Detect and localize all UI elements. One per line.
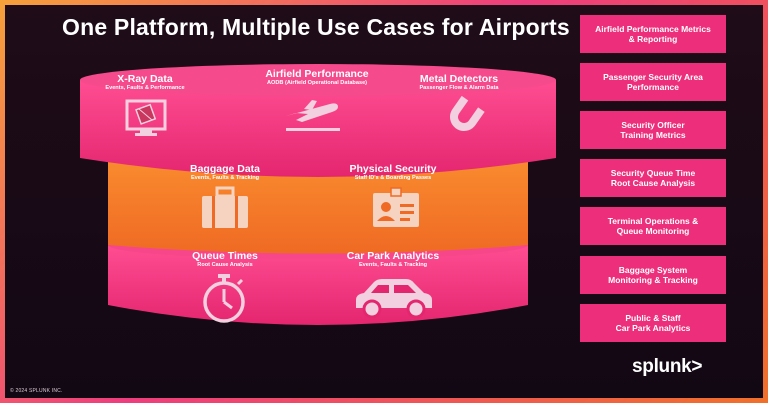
use-case-line: Monitoring & Tracking (608, 275, 698, 285)
use-case-line: Queue Monitoring (616, 226, 690, 236)
car-park-analytics-label: Car Park Analytics Events, Faults & Trac… (318, 250, 468, 269)
use-case-line: Baggage System (618, 264, 688, 275)
baggage-data-title: Baggage Data (189, 163, 261, 175)
car-park-analytics-title: Car Park Analytics (346, 250, 440, 262)
xray-data-subtitle: Events, Faults & Performance (105, 85, 185, 91)
airplane-icon (286, 100, 340, 131)
use-case-line: Terminal Operations & (607, 215, 699, 226)
physical-security-subtitle: Staff ID's & Boarding Passes (354, 175, 432, 181)
use-case-airfield-metrics: Airfield Performance Metrics& Reporting (580, 15, 726, 53)
queue-times-label: Queue Times Root Cause Analysis (150, 250, 300, 269)
use-case-line: Airfield Performance Metrics (595, 23, 711, 34)
airfield-performance-title: Airfield Performance (265, 68, 369, 80)
use-case-line: Training Metrics (620, 130, 686, 140)
use-case-line: Car Park Analytics (615, 323, 691, 333)
physical-security-title: Physical Security (349, 163, 437, 175)
use-case-line: Performance (627, 82, 679, 92)
metal-detectors-title: Metal Detectors (419, 73, 499, 85)
slide-title: One Platform, Multiple Use Cases for Air… (62, 14, 570, 40)
car-park-analytics-subtitle: Events, Faults & Tracking (358, 262, 428, 268)
use-case-line: Root Cause Analysis (610, 178, 696, 188)
queue-times-title: Queue Times (192, 250, 258, 262)
xray-monitor-icon (125, 99, 167, 136)
tier-top-rim (80, 64, 556, 96)
stopwatch-icon (203, 274, 245, 323)
splunk-logo: splunk> (632, 356, 703, 377)
use-case-terminal-operations: Terminal Operations &Queue Monitoring (580, 207, 726, 245)
physical-security-label: Physical Security Staff ID's & Boarding … (318, 163, 468, 182)
use-case-line: Passenger Security Area (603, 71, 703, 82)
queue-times-subtitle: Root Cause Analysis (197, 262, 253, 268)
xray-data-title: X-Ray Data (117, 73, 173, 85)
baggage-data-subtitle: Events, Faults & Tracking (190, 175, 260, 181)
baggage-data-label: Baggage Data Events, Faults & Tracking (150, 163, 300, 182)
tier-middle (108, 162, 528, 254)
airfield-performance-label: Airfield Performance AODB (Airfield Oper… (232, 68, 402, 87)
use-case-line: Security Officer (621, 119, 685, 130)
metal-detectors-label: Metal Detectors Passenger Flow & Alarm D… (384, 73, 534, 92)
magnet-icon (450, 95, 485, 131)
use-case-line: Public & Staff (625, 312, 681, 323)
airfield-performance-subtitle: AODB (Airfield Operational Database) (266, 80, 368, 86)
copyright-notice: © 2024 SPLUNK INC. (10, 388, 63, 394)
use-case-line: & Reporting (628, 34, 678, 44)
xray-data-label: X-Ray Data Events, Faults & Performance (70, 73, 220, 92)
car-icon (356, 279, 432, 319)
metal-detectors-subtitle: Passenger Flow & Alarm Data (419, 85, 499, 91)
suitcase-icon (202, 186, 248, 228)
id-badge-icon (373, 187, 419, 227)
use-case-line: Security Queue Time (610, 167, 696, 178)
